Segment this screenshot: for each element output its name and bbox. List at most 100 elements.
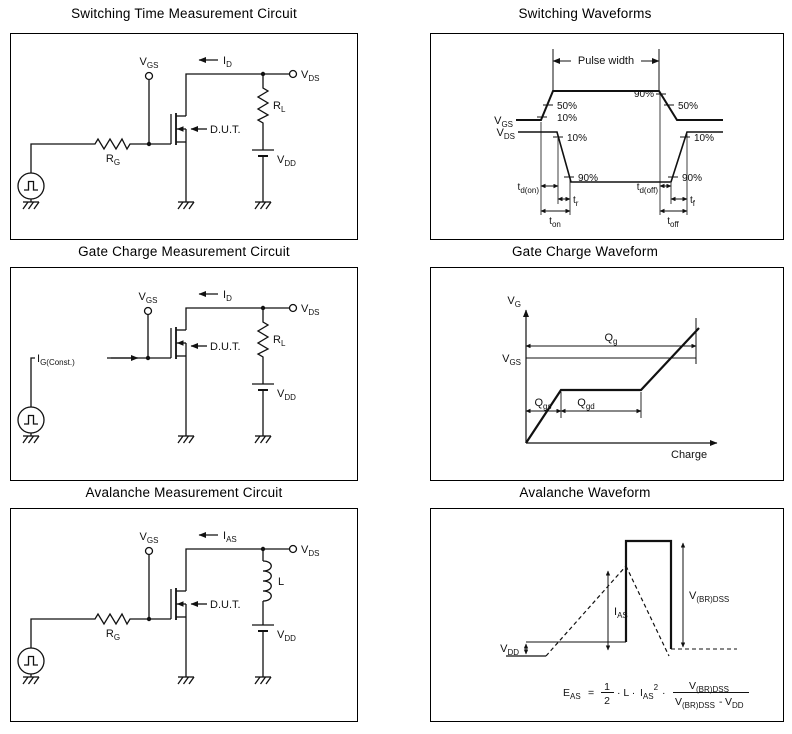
waveform-lines (516, 49, 723, 215)
waveform-labels: Pulse width VGS VDS 50% 10% 90% 50% 10% … (494, 55, 714, 229)
dut-label: D.U.T. (210, 341, 241, 353)
avalanche-circuit-diagram: VGS IAS VDS L D.U.T. RG VDD (17, 530, 319, 685)
avalanche-waveform-diagram: VDD IAS V(BR)DSS EAS = 1 2 · L · IAS2 · … (500, 539, 749, 710)
formula-minus: - (719, 696, 723, 708)
formula-eas: EAS (563, 687, 581, 701)
vdd-battery-symbol (251, 383, 275, 391)
formula-equals: = (588, 687, 594, 699)
vds-terminal (288, 544, 298, 554)
vdd-label: VDD (277, 154, 296, 168)
formula-middle: · L · (617, 687, 635, 699)
percent-90-right-label: 90% (682, 173, 702, 184)
ground-symbol (254, 435, 272, 444)
toff-label: toff (667, 216, 679, 229)
vds-avalanche-pulse (624, 539, 673, 649)
gate-charge-circuit-diagram: VGS ID VDS RL D.U.T. IG(Const.) VDD (17, 289, 319, 444)
percent-tick-marks (537, 93, 690, 178)
id-label: ID (223, 55, 232, 69)
title-gate-charge-circuit: Gate Charge Measurement Circuit (78, 244, 290, 259)
charge-axis-label: Charge (671, 449, 707, 461)
vgs-label: VGS (494, 115, 513, 129)
percent-90-left-label: 90% (578, 173, 598, 184)
vdd-label: VDD (277, 629, 296, 643)
label-background (571, 53, 641, 68)
formula-ias-squared: IAS2 (640, 683, 659, 701)
pulse-generator-symbol (17, 406, 45, 434)
junction-dot (146, 616, 152, 622)
formula-vdd-denominator: VDD (725, 696, 744, 710)
td-on-label: td(on) (518, 182, 540, 195)
circuit-labels: VGS ID VDS RL D.U.T. RG VDD (106, 55, 320, 168)
mosfet-dut-symbol (170, 112, 187, 146)
vgs-label: VGS (140, 56, 159, 70)
pulse-generator-symbol (17, 647, 45, 675)
rl-label: RL (273, 334, 286, 348)
ground-symbol (254, 201, 272, 210)
gate-wire (30, 143, 93, 173)
ground-symbol (177, 435, 195, 444)
formula-vbrdss-numerator: V(BR)DSS (689, 680, 729, 694)
percent-50-fall-label: 50% (678, 101, 698, 112)
vbrdss-label: V(BR)DSS (689, 590, 729, 604)
circuit-wiring (17, 291, 298, 444)
resistor-rl-symbol (257, 319, 269, 361)
box-avalanche-waveform: VDD IAS V(BR)DSS EAS = 1 2 · L · IAS2 · … (430, 508, 784, 722)
pulse-width-label: Pulse width (578, 55, 634, 67)
formula-numerator-1: 1 (604, 681, 610, 693)
vgs-trace (516, 90, 723, 121)
drain-rail-wire (185, 73, 289, 116)
td-off-label: td(off) (637, 182, 659, 195)
waveform-labels: VG Qg VGS Qgs Qgd Charge (502, 295, 707, 461)
box-switching-waveforms: Pulse width VGS VDS 50% 10% 90% 50% 10% … (430, 33, 784, 240)
formula-denominator-2: 2 (604, 695, 610, 707)
mosfet-dut-symbol (170, 587, 187, 621)
dut-label: D.U.T. (210, 599, 241, 611)
junction-dot (260, 546, 266, 552)
vdd-label: VDD (500, 643, 519, 657)
box-gate-charge-waveform: VG Qg VGS Qgs Qgd Charge (430, 267, 784, 481)
vg-axis-label: VG (507, 295, 521, 309)
ground-symbol (177, 676, 195, 685)
vgs-label: VGS (139, 291, 158, 305)
percent-50-rise-label: 50% (557, 101, 577, 112)
inductor-l-symbol (262, 560, 272, 602)
percent-10-right-label: 10% (694, 133, 714, 144)
junction-dot (146, 141, 152, 147)
id-label: ID (223, 289, 232, 303)
ias-label: IAS (223, 530, 237, 544)
switching-waveforms-diagram: Pulse width VGS VDS 50% 10% 90% 50% 10% … (494, 49, 723, 229)
gate-wire (30, 618, 93, 648)
waveform-labels: VDD IAS V(BR)DSS EAS = 1 2 · L · IAS2 · … (500, 590, 744, 710)
vds-trace (518, 131, 723, 183)
waveform-lines (523, 309, 718, 446)
pulse-generator-symbol (17, 172, 45, 200)
ground-symbol (22, 676, 40, 685)
percent-10-rise-label: 10% (557, 113, 577, 124)
vgs-terminal (144, 546, 154, 556)
resistor-rl-symbol (257, 85, 269, 127)
junction-dot (145, 355, 151, 361)
vds-terminal (288, 303, 298, 313)
vds-label: VDS (301, 69, 319, 83)
ground-symbol (22, 435, 40, 444)
title-switching-waveforms: Switching Waveforms (518, 6, 652, 21)
title-avalanche-circuit: Avalanche Measurement Circuit (85, 485, 283, 500)
junction-dot (260, 71, 266, 77)
ton-label: ton (549, 216, 561, 229)
waveform-lines (506, 539, 749, 693)
junction-dot (260, 305, 266, 311)
gate-charge-waveform-diagram: VG Qg VGS Qgs Qgd Charge (502, 295, 718, 461)
switching-time-circuit-diagram: VGS ID VDS RL D.U.T. RG VDD (17, 55, 320, 210)
tr-label: tr (573, 195, 579, 208)
ig-label: IG(Const.) (37, 353, 75, 367)
circuit-wiring (17, 57, 298, 210)
vds-label: VDS (497, 127, 515, 141)
circuit-wiring (17, 532, 298, 685)
resistor-rg-symbol (92, 613, 134, 625)
formula-dot: · (662, 687, 666, 699)
percent-10-left-label: 10% (567, 133, 587, 144)
title-switching-time-circuit: Switching Time Measurement Circuit (71, 6, 297, 21)
dut-label: D.U.T. (210, 124, 241, 136)
tf-label: tf (690, 195, 696, 208)
vds-label: VDS (301, 544, 319, 558)
